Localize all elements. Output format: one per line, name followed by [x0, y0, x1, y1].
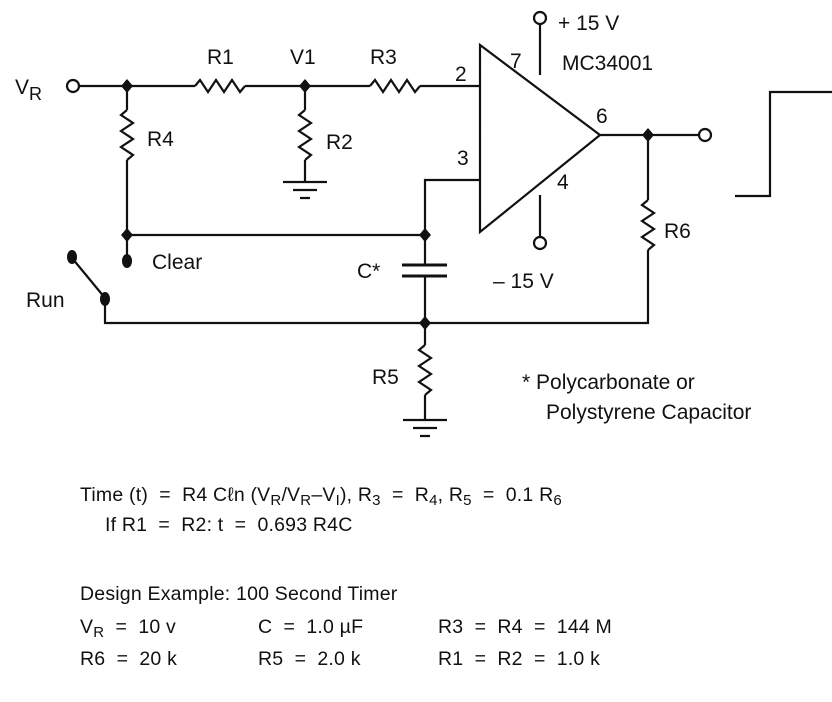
label-vpos: + 15 V	[558, 12, 619, 35]
note-line-1: * Polycarbonate or	[522, 371, 695, 394]
subscript: R	[270, 492, 282, 509]
note-line-2: Polystyrene Capacitor	[546, 401, 751, 424]
resistor-r4	[119, 109, 135, 161]
text-segment: R6 = 20 k	[80, 648, 178, 670]
label-clear: Clear	[152, 251, 202, 274]
design-r5: R5 = 2.0 k	[258, 648, 361, 671]
input-terminal	[65, 78, 81, 94]
label-r2: R2	[326, 131, 353, 154]
label-pin4: 4	[557, 171, 569, 194]
text-segment: –V	[311, 484, 336, 506]
text-segment: R3 = R4 = 144 M	[438, 616, 612, 638]
text-segment: Time (t) = R4 Cℓn (V	[80, 484, 271, 506]
ground-icon	[283, 180, 327, 200]
label-r3: R3	[370, 46, 397, 69]
subscript: 3	[372, 492, 381, 509]
label-r4: R4	[147, 128, 174, 151]
label-pin6: 6	[596, 105, 608, 128]
text-segment: /V	[281, 484, 301, 506]
design-r6: R6 = 20 k	[80, 648, 177, 671]
resistor-r2	[297, 109, 313, 161]
text-segment: R5 = 2.0 k	[258, 648, 361, 670]
ground-icon	[403, 418, 447, 438]
subscript: I	[335, 492, 340, 509]
label-pin2: 2	[455, 63, 467, 86]
text-segment: = 0.1 R	[471, 484, 554, 506]
label-r6: R6	[664, 220, 691, 243]
vneg-terminal	[532, 235, 548, 251]
subscript: R	[300, 492, 312, 509]
vpos-terminal	[532, 10, 548, 26]
opamp-triangle	[478, 42, 602, 235]
text-segment: ), R	[339, 484, 373, 506]
output-terminal	[697, 127, 713, 143]
design-vr: VR = 10 v	[80, 616, 176, 641]
label-run: Run	[26, 289, 65, 312]
junction-dots	[67, 79, 654, 330]
design-title: Design Example: 100 Second Timer	[80, 583, 398, 605]
design-r1-r2: R1 = R2 = 1.0 k	[438, 648, 600, 671]
text-segment: = 10 v	[104, 616, 176, 638]
resistor-r1	[194, 78, 246, 94]
text-segment: R1 = R2 = 1.0 k	[438, 648, 601, 670]
label-r1: R1	[207, 46, 234, 69]
equation-r1-equals-r2: If R1 = R2: t = 0.693 R4C	[105, 514, 353, 536]
subscript: R	[93, 624, 105, 641]
wires	[71, 24, 832, 420]
text-segment: V	[80, 616, 94, 638]
label-capacitor: C*	[357, 260, 380, 283]
resistor-r3	[369, 78, 421, 94]
design-c: C = 1.0 µF	[258, 616, 363, 639]
text-segment: , R	[437, 484, 464, 506]
resistor-r6	[640, 199, 656, 251]
text-segment: = R	[380, 484, 430, 506]
input-label-vr: VR	[15, 76, 42, 104]
label-pin3: 3	[457, 147, 469, 170]
label-pin7: 7	[510, 50, 522, 73]
text-segment: C = 1.0 µF	[258, 616, 364, 638]
resistor-r5	[417, 344, 433, 396]
label-opamp-part: MC34001	[562, 52, 653, 75]
label-vneg: – 15 V	[493, 270, 554, 293]
subscript: 6	[553, 492, 562, 509]
capacitor-c	[402, 263, 447, 278]
label-r5: R5	[372, 366, 399, 389]
subscript: 4	[429, 492, 438, 509]
label-v1: V1	[290, 46, 316, 69]
design-r3-r4: R3 = R4 = 144 M	[438, 616, 612, 639]
subscript: 5	[463, 492, 472, 509]
equation-time: Time (t) = R4 Cℓn (VR/VR–VI), R3 = R4, R…	[80, 484, 562, 509]
